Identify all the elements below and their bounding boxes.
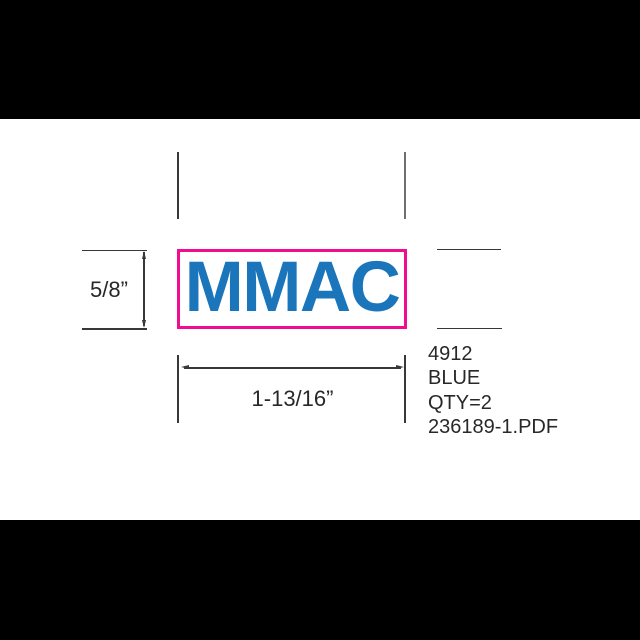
width-extension-line-left <box>177 355 179 423</box>
extension-line-top-left <box>176 152 179 219</box>
note-quantity: QTY=2 <box>428 391 492 414</box>
arrowhead-down <box>141 319 146 328</box>
note-filename: 236189-1.PDF <box>428 415 559 438</box>
note-part-number: 4912 <box>428 343 473 365</box>
letterbox-top <box>0 0 640 119</box>
letterbox-bottom <box>0 520 640 640</box>
height-dimension-label: 5/8” <box>90 277 128 302</box>
width-dimension-line <box>184 367 401 369</box>
width-dimension-label: 1-13/16” <box>251 386 334 411</box>
label-text: MMAC <box>184 248 401 327</box>
height-dimension-line <box>143 252 145 326</box>
right-extension-line-top <box>437 248 501 251</box>
arrowhead-left <box>181 365 189 370</box>
height-extension-line-bottom <box>82 328 147 330</box>
label-box: MMAC <box>177 249 407 329</box>
height-extension-line-top <box>82 249 147 252</box>
arrowhead-up <box>141 250 146 259</box>
right-extension-line-bottom <box>437 327 502 330</box>
order-notes: 4912 BLUE QTY=2 236189-1.PDF <box>428 342 558 439</box>
arrowhead-right <box>396 365 404 370</box>
note-color: BLUE <box>428 367 481 390</box>
width-extension-line-right <box>404 355 406 423</box>
extension-line-top-right <box>404 152 406 219</box>
